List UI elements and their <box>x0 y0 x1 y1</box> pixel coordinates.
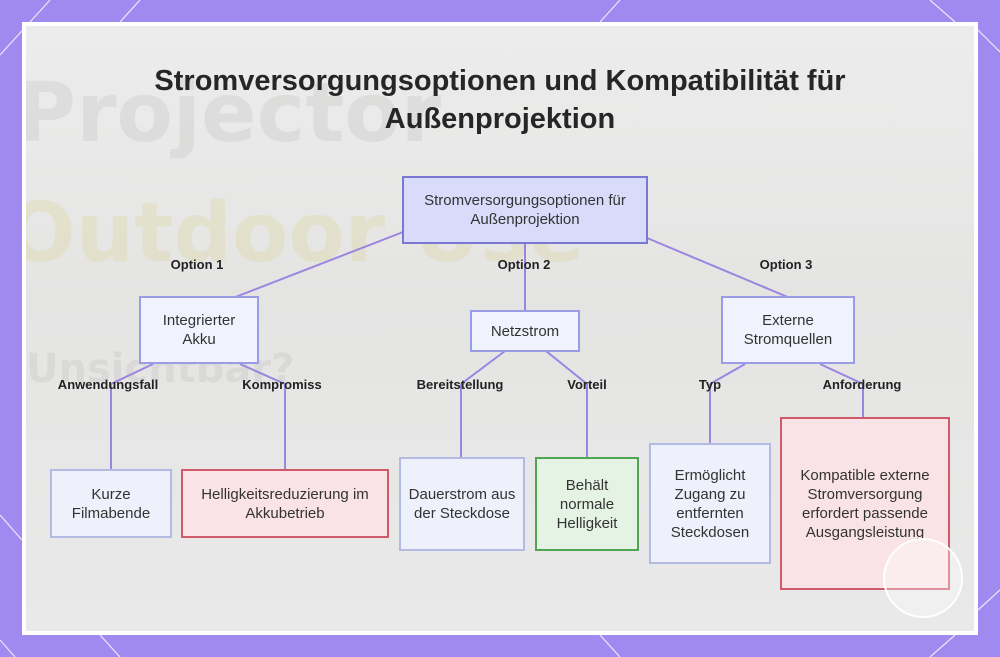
edge-label-option-1: Option 1 <box>170 257 224 272</box>
background-watermark-text: Projector <box>26 66 442 161</box>
option-node-external-power: Externe Stromquellen <box>721 296 855 364</box>
leaf-node-remote-outlets: Ermöglicht Zugang zu entfernten Steckdos… <box>649 443 771 564</box>
leaf-node-label: Ermöglicht Zugang zu entfernten Steckdos… <box>670 466 750 541</box>
option-node-mains-power: Netzstrom <box>470 310 580 352</box>
connector-root-option3 <box>646 237 791 299</box>
connector-root-option1 <box>232 231 404 299</box>
root-node-label: Stromversorgungsoptionen für Außenprojek… <box>424 192 626 228</box>
connector-option2-child2 <box>545 350 588 385</box>
watermark-logo <box>883 538 963 618</box>
leaf-node-continuous-power: Dauerstrom aus der Steckdose <box>399 457 525 551</box>
leaf-node-label: Kurze Filmabende <box>71 485 151 522</box>
option-node-label: Externe Stromquellen <box>743 312 833 348</box>
connector-option1-child1 <box>110 363 154 385</box>
edge-label-compromise: Kompromiss <box>242 377 322 392</box>
edge-label-advantage: Vorteil <box>567 377 607 392</box>
diagram-title: Stromversorgungsoptionen und Kompatibili… <box>154 65 846 135</box>
leaf-node-label: Helligkeitsreduzierung im Akkubetrieb <box>201 485 369 522</box>
leaf-node-normal-brightness: Behält normale Helligkeit <box>535 457 639 551</box>
connector-option1-child2 <box>239 363 286 385</box>
leaf-node-label: Kompatible externe Stromversorgung erfor… <box>800 466 930 541</box>
connector-option3-child1 <box>709 363 746 385</box>
edge-label-requirement: Anforderung <box>822 377 902 392</box>
edge-label-option-2: Option 2 <box>497 257 551 272</box>
leaf-node-short-movie-nights: Kurze Filmabende <box>50 469 172 538</box>
option-node-label: Integrierter Akku <box>162 312 236 348</box>
edge-label-use-case: Anwendungsfall <box>57 377 159 392</box>
leaf-node-label: Dauerstrom aus der Steckdose <box>408 486 516 522</box>
connector-option3-child2 <box>819 363 864 385</box>
leaf-node-label: Behält normale Helligkeit <box>556 476 618 532</box>
edge-label-option-3: Option 3 <box>759 257 813 272</box>
edge-label-provision: Bereitstellung <box>416 377 504 392</box>
root-node: Stromversorgungsoptionen für Außenprojek… <box>402 176 648 244</box>
leaf-node-brightness-reduction: Helligkeitsreduzierung im Akkubetrieb <box>181 469 389 538</box>
option-node-integrated-battery: Integrierter Akku <box>139 296 259 364</box>
edge-label-type: Typ <box>698 377 722 392</box>
option-node-label: Netzstrom <box>490 322 560 340</box>
connector-option2-child1 <box>460 350 506 385</box>
